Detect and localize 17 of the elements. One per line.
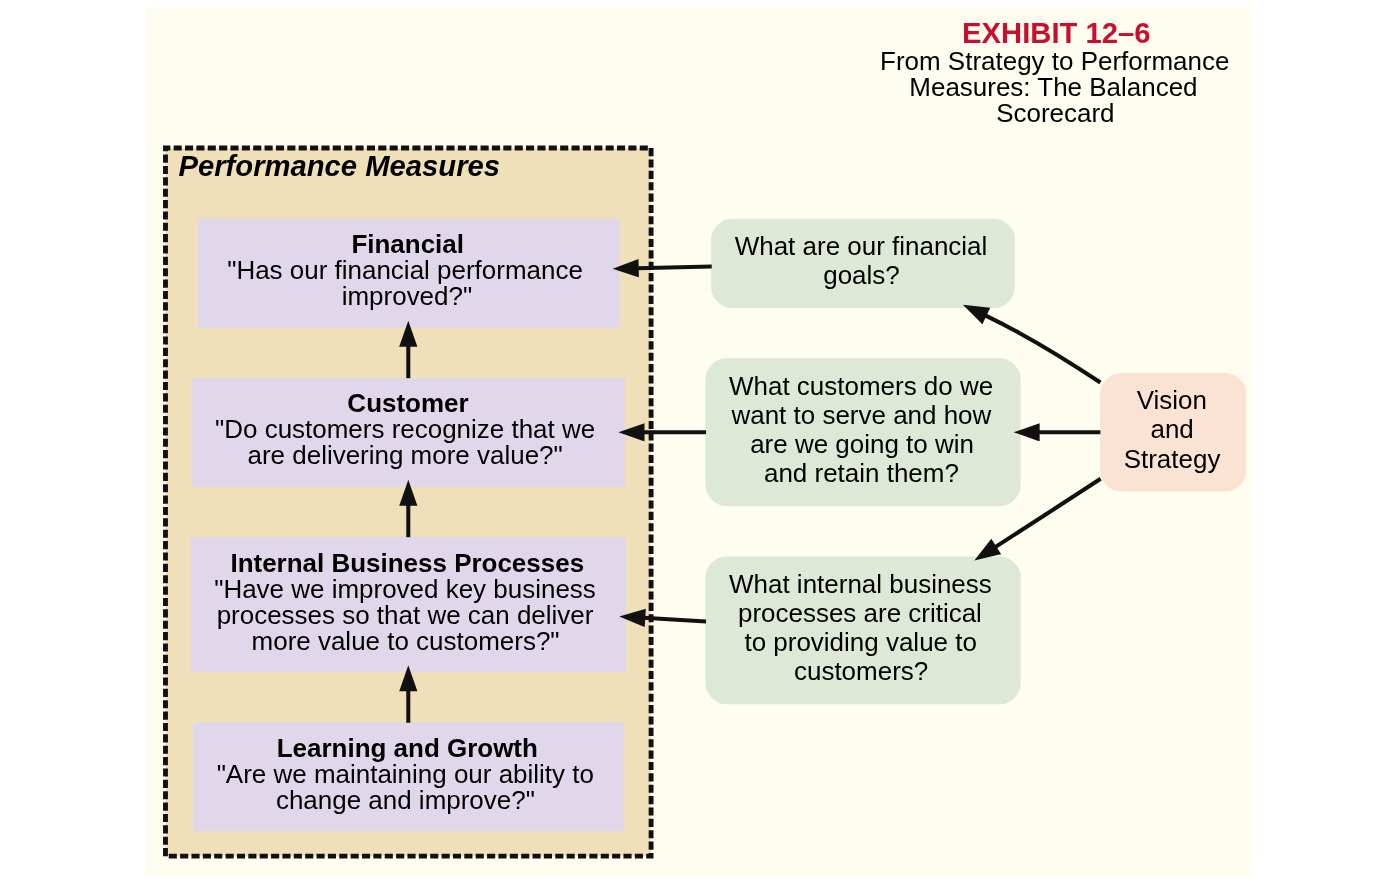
node-box: Internal Business Processes "Have we improved key business processes so that we can deliver more value to customers?" xyxy=(190,537,626,672)
node-box: What internal business processes are critical to providing value to customers? xyxy=(705,556,1021,705)
node-box: Vision and Strategy xyxy=(1100,373,1247,492)
arrow xyxy=(618,423,707,442)
node-box: What are our financial goals? xyxy=(711,218,1015,308)
node-box: Customer "Do customers recognize that we are delivering more value?" xyxy=(191,377,626,487)
arrow xyxy=(399,479,418,538)
node-box: What customers do we want to serve and how are we going to win and retain them? xyxy=(705,358,1021,507)
arrow xyxy=(974,477,1102,561)
arrow xyxy=(1013,423,1101,442)
arrow xyxy=(399,320,418,379)
arrow xyxy=(612,259,712,278)
arrow xyxy=(399,665,418,723)
arrow xyxy=(619,608,707,628)
node-box: Learning and Growth "Are we maintaining our ability to change and improve?" xyxy=(193,722,624,831)
arrow xyxy=(962,304,1102,385)
node-box: Financial "Has our financial performance improved?" xyxy=(197,218,620,328)
